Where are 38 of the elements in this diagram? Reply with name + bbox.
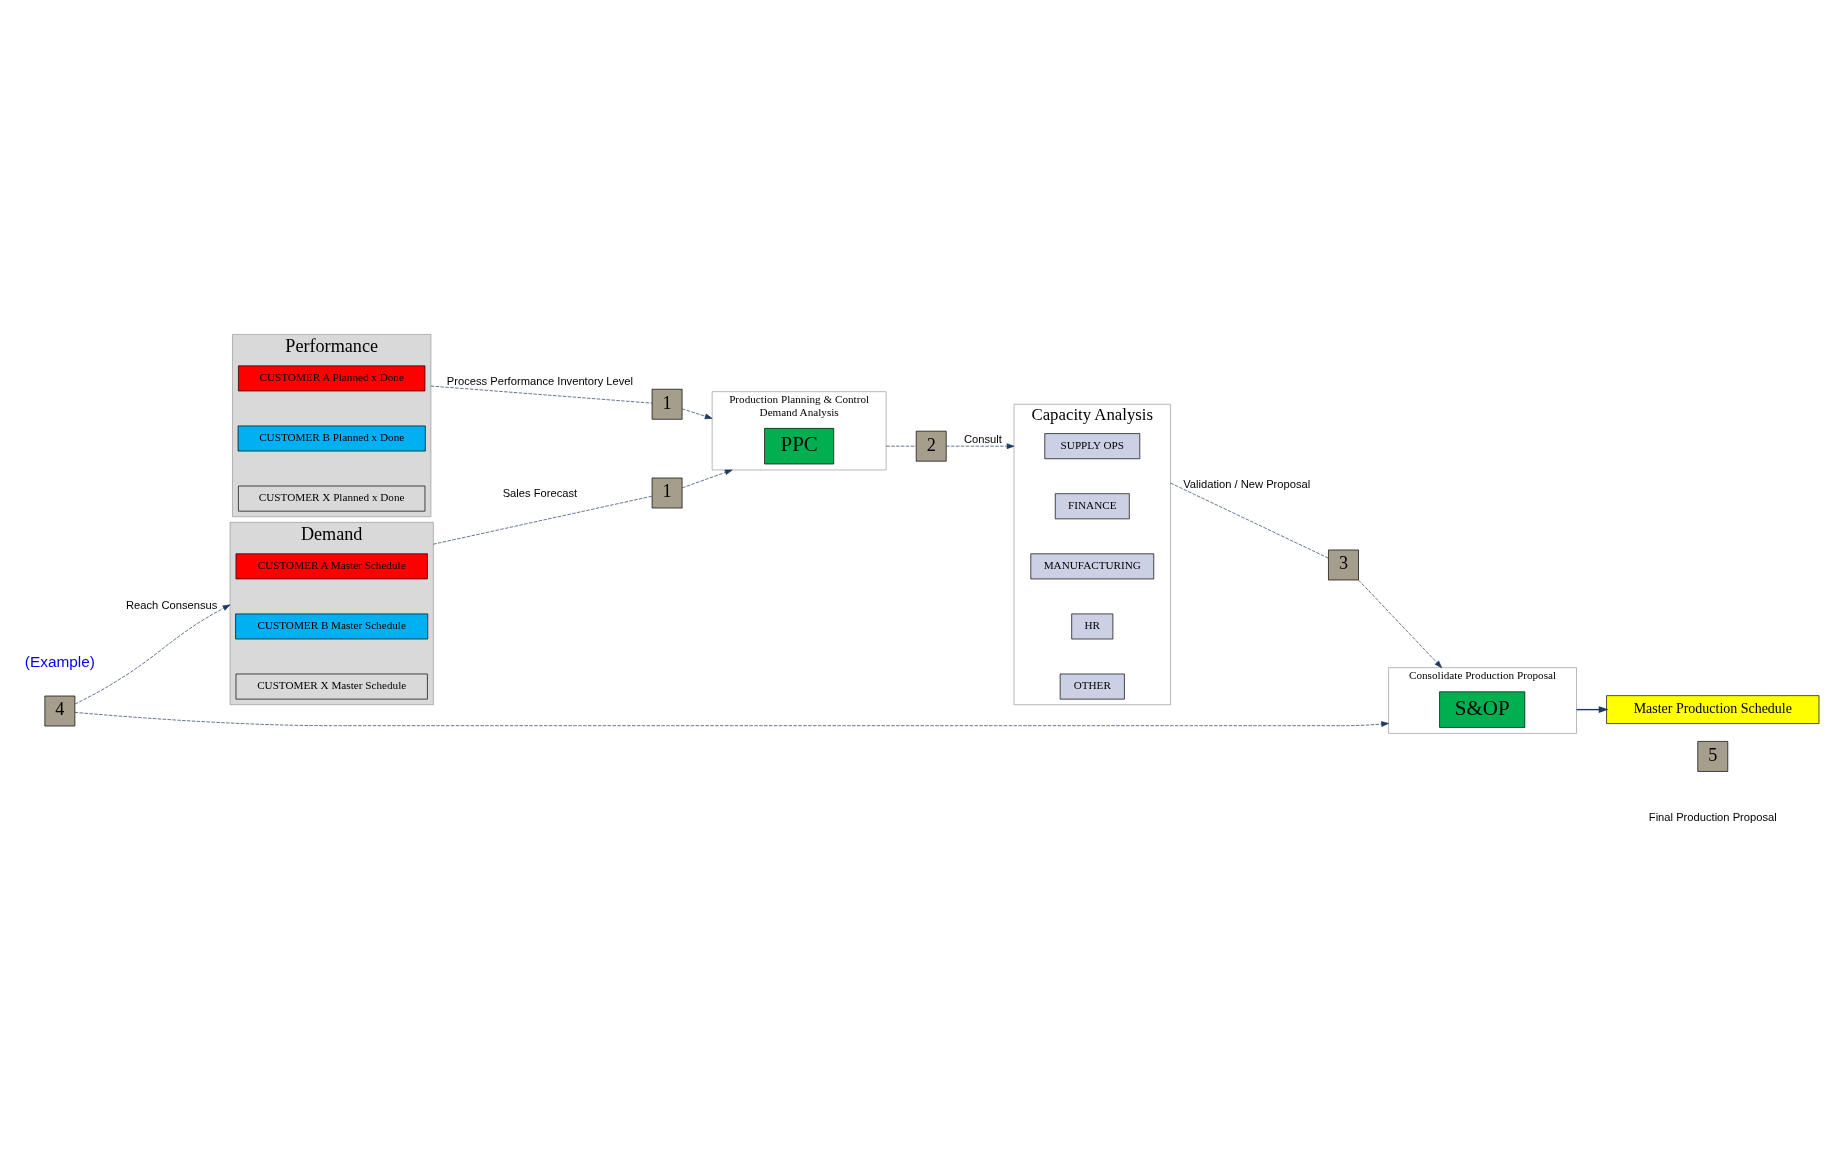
node-box: HR [1071,613,1114,639]
node-box: 1 [651,477,683,508]
node-box: 3 [1328,549,1359,580]
connector [433,495,653,545]
node-box: PPC [764,427,835,464]
edge-label: Reach Consensus [126,598,218,611]
node-box: 2 [915,430,947,462]
node-box: S&OP [1439,690,1526,728]
arrow [946,442,1015,449]
edge-label: Consult [963,432,1002,445]
node-box: 1 [651,388,683,420]
edge-label: Validation / New Proposal [1183,477,1311,490]
arrow [74,711,1389,727]
arrow [1575,705,1609,713]
node-box: CUSTOMER B Master Schedule [235,613,429,639]
node-box: OTHER [1059,673,1125,699]
node-box: CUSTOMER A Master Schedule [235,552,428,579]
arrow [1358,579,1443,668]
node-box: SUPPLY OPS [1044,432,1141,459]
node-box: CUSTOMER A Planned x Done [238,364,426,391]
edge-label: Sales Forecast [502,486,578,499]
node-box: MANUFACTURING [1030,552,1155,579]
node-label: Final Production Proposal [1648,810,1777,823]
connector [1170,482,1329,558]
edge-label: Process Performance Inventory Level [446,374,634,387]
node-box: Master Production Schedule [1606,694,1820,724]
connector [885,445,917,447]
arrow [681,469,733,488]
arrow [74,603,231,704]
node-box: 4 [44,695,76,726]
node-box: CUSTOMER X Master Schedule [235,673,428,699]
arrow [681,408,713,419]
connector [430,385,653,403]
label: (Example) [24,652,95,670]
node-box: CUSTOMER X Planned x Done [238,485,426,512]
node-box: FINANCE [1054,492,1130,519]
node-box: 5 [1697,740,1729,772]
node-box: CUSTOMER B Planned x Done [237,425,426,451]
